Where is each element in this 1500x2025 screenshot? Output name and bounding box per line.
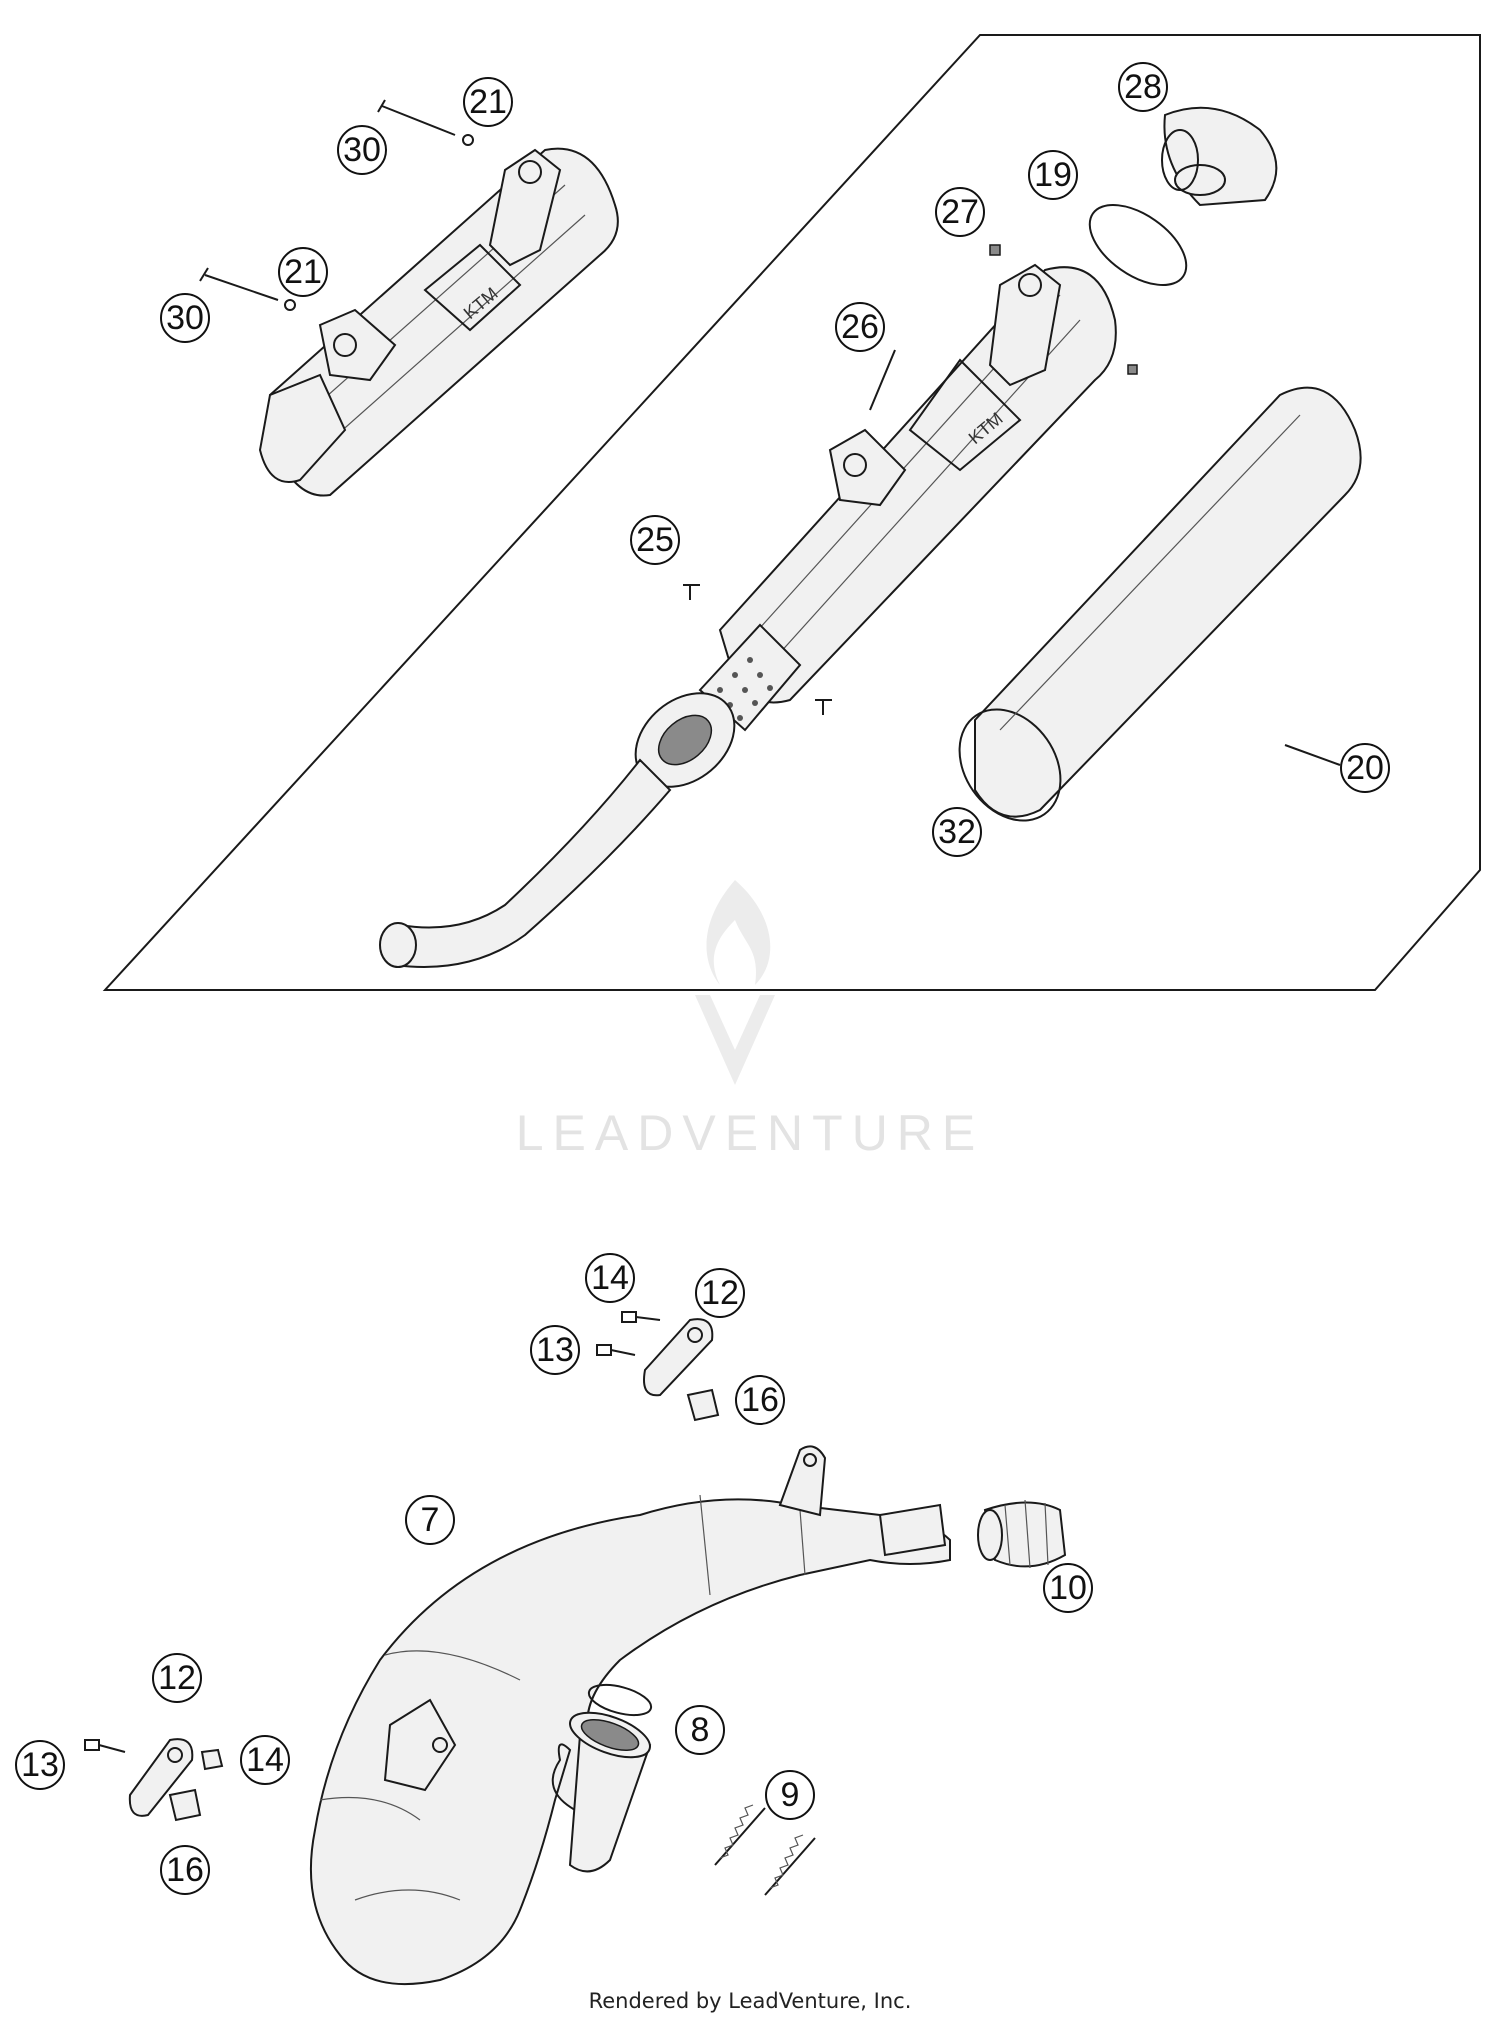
callout-16: 16 bbox=[735, 1375, 785, 1425]
callout-12: 12 bbox=[695, 1268, 745, 1318]
screw-27-part bbox=[989, 244, 1001, 256]
svg-text:13: 13 bbox=[21, 1746, 59, 1784]
svg-text:16: 16 bbox=[166, 1851, 204, 1889]
screw-27b-part bbox=[1127, 364, 1138, 375]
svg-text:14: 14 bbox=[591, 1259, 629, 1297]
svg-text:30: 30 bbox=[166, 299, 204, 337]
callout-13: 13 bbox=[15, 1740, 65, 1790]
o-ring-8-part bbox=[587, 1683, 653, 1717]
silencer-mount-detail: KTM bbox=[258, 147, 619, 497]
leadventure-watermark: LEADVENTURE bbox=[516, 880, 985, 1161]
spring-9-part bbox=[714, 1804, 816, 1896]
inlet-pipe-end bbox=[379, 922, 417, 968]
svg-text:19: 19 bbox=[1034, 156, 1072, 194]
callout-21: 21 bbox=[278, 247, 328, 297]
bolt-14-upper bbox=[621, 1311, 661, 1323]
svg-text:21: 21 bbox=[469, 83, 507, 121]
perforated-core-part bbox=[634, 623, 802, 788]
callout-13: 13 bbox=[530, 1325, 580, 1375]
callout-14: 14 bbox=[585, 1253, 635, 1303]
callout-7: 7 bbox=[405, 1495, 455, 1545]
callout-32: 32 bbox=[932, 807, 982, 857]
o-ring-part bbox=[1088, 204, 1188, 286]
svg-text:27: 27 bbox=[941, 193, 979, 231]
svg-text:9: 9 bbox=[781, 1776, 800, 1814]
expansion-chamber-part bbox=[309, 1445, 951, 1986]
bracket-12-upper bbox=[643, 1318, 714, 1397]
inlet-pipe-part bbox=[393, 758, 672, 968]
callout-25: 25 bbox=[630, 515, 680, 565]
svg-text:26: 26 bbox=[841, 308, 879, 346]
silencer-assembly-outline bbox=[102, 34, 1481, 991]
svg-text:7: 7 bbox=[421, 1501, 440, 1539]
callout-21: 21 bbox=[463, 77, 513, 127]
outlet-stub-part bbox=[878, 1503, 947, 1557]
leader-20 bbox=[1284, 744, 1341, 766]
svg-text:30: 30 bbox=[343, 131, 381, 169]
svg-text:8: 8 bbox=[691, 1711, 710, 1749]
callout-30: 30 bbox=[337, 125, 387, 175]
svg-text:32: 32 bbox=[938, 813, 976, 851]
silencer-sleeve-part bbox=[958, 386, 1362, 822]
svg-text:25: 25 bbox=[636, 521, 674, 559]
silencer-body-part: KTM bbox=[718, 263, 1117, 704]
end-cap-part bbox=[1161, 106, 1278, 207]
clip-nut-16-lower bbox=[168, 1788, 202, 1822]
header-inlet-part bbox=[568, 1711, 652, 1873]
callout-14: 14 bbox=[240, 1735, 290, 1785]
svg-text:12: 12 bbox=[158, 1659, 196, 1697]
callout-16: 16 bbox=[160, 1845, 210, 1895]
svg-text:28: 28 bbox=[1124, 68, 1162, 106]
rivet-25-lower bbox=[815, 699, 832, 715]
svg-text:14: 14 bbox=[246, 1741, 284, 1779]
svg-text:21: 21 bbox=[284, 253, 322, 291]
svg-text:16: 16 bbox=[741, 1381, 779, 1419]
svg-text:13: 13 bbox=[536, 1331, 574, 1369]
leader-26 bbox=[869, 349, 896, 411]
v-logo-icon bbox=[695, 995, 775, 1085]
callout-30: 30 bbox=[160, 293, 210, 343]
bolt-30-upper bbox=[377, 99, 474, 146]
callout-28: 28 bbox=[1118, 62, 1168, 112]
callout-10: 10 bbox=[1043, 1563, 1093, 1613]
svg-text:20: 20 bbox=[1346, 749, 1384, 787]
callout-8: 8 bbox=[675, 1705, 725, 1755]
watermark-text: LEADVENTURE bbox=[516, 1105, 985, 1161]
callout-27: 27 bbox=[935, 187, 985, 237]
svg-text:10: 10 bbox=[1049, 1569, 1087, 1607]
svg-text:12: 12 bbox=[701, 1274, 739, 1312]
callout-20: 20 bbox=[1340, 743, 1390, 793]
callout-12: 12 bbox=[152, 1653, 202, 1703]
flame-logo-icon bbox=[706, 880, 771, 985]
render-credit-footer: Rendered by LeadVenture, Inc. bbox=[589, 1989, 912, 2013]
clip-nut-16-upper bbox=[686, 1388, 720, 1422]
bolt-30-lower bbox=[199, 267, 296, 311]
callout-9: 9 bbox=[765, 1770, 815, 1820]
callout-26: 26 bbox=[835, 302, 885, 352]
rubber-boot-part bbox=[977, 1499, 1067, 1569]
nut-14-lower bbox=[200, 1748, 224, 1771]
bolt-13-lower bbox=[84, 1739, 126, 1753]
bracket-12-lower bbox=[128, 1738, 194, 1817]
callout-19: 19 bbox=[1028, 150, 1078, 200]
bolt-13-upper bbox=[596, 1344, 636, 1356]
rivet-25-upper bbox=[683, 584, 700, 600]
